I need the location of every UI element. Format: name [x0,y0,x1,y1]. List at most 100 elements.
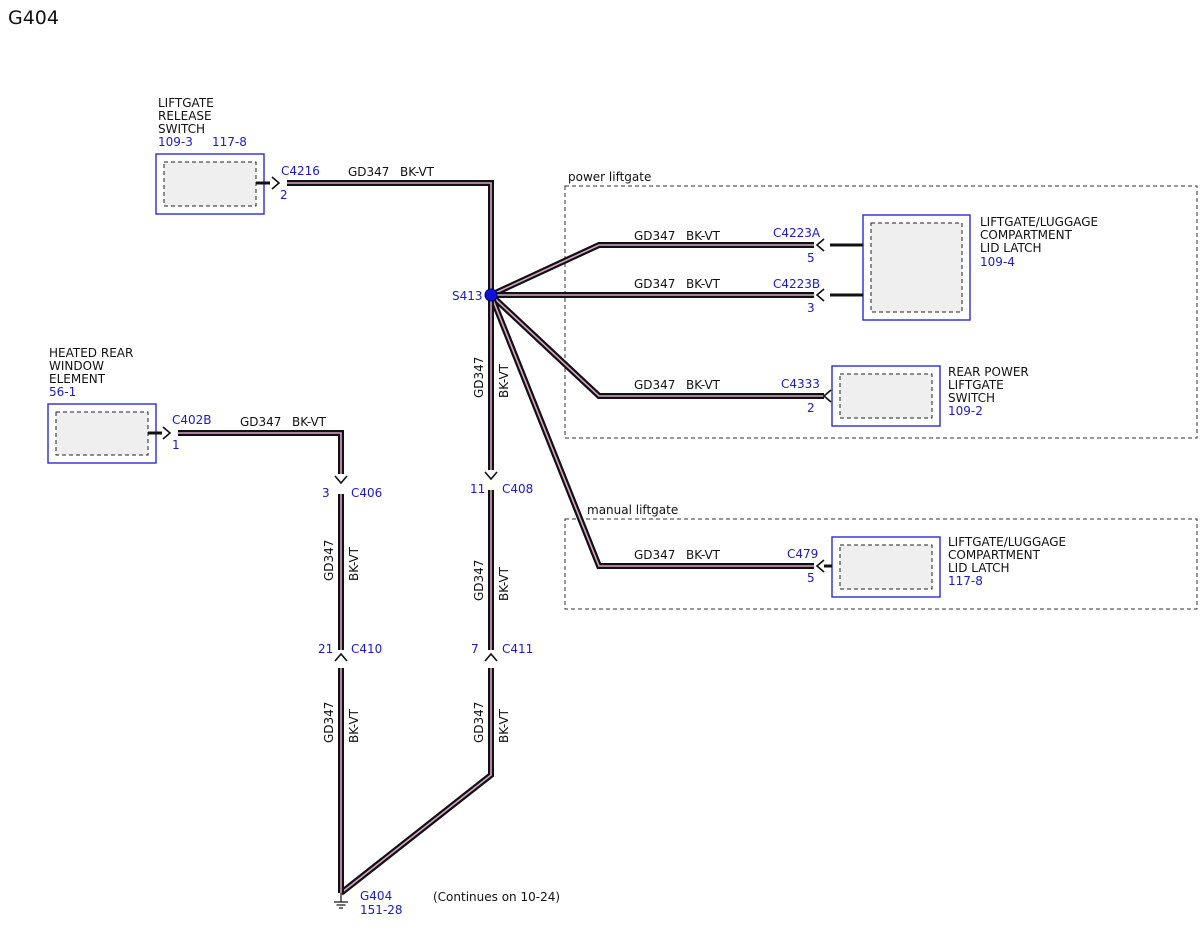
wire-color-label: BK-VT [686,548,721,562]
component-name-line: ELEMENT [49,372,106,386]
component-name-line: SWITCH [948,391,995,405]
connector-arrow-icon [334,475,348,485]
component-name-line: LIFTGATE [948,378,1004,392]
wire-circuit-label: GD347 [322,540,336,581]
lid-latch-power[interactable] [815,214,971,321]
inline-connector-c406 [334,475,348,485]
wire-circuit-label: GD347 [634,229,675,243]
component-name-line: LIFTGATE/LUGGAGE [948,535,1066,549]
pin-number: 2 [280,188,288,202]
splice-dot [484,288,498,302]
wire-circuit-label: GD347 [634,548,675,562]
component-ref[interactable]: 109-2 [948,404,983,418]
connector-arrow-icon [815,238,825,252]
manual-liftgate-label: manual liftgate [587,503,678,517]
wire-color-label: BK-VT [347,708,361,743]
wire-release-switch [287,180,494,295]
wire-color-label: BK-VT [686,277,721,291]
connector-arrow-icon [822,389,832,403]
component-ref[interactable]: 109-4 [980,255,1015,269]
connector-arrow-icon [162,426,172,440]
wire-rear-power-switch [488,292,824,399]
pin-number: 5 [807,571,815,585]
component-name-line: LID LATCH [980,241,1042,255]
pin-number: 11 [470,482,485,496]
component-name-line: LID LATCH [948,561,1010,575]
component-ref[interactable]: 56-1 [49,385,76,399]
continuation-note: (Continues on 10-24) [433,890,560,904]
wire-circuit-label: GD347 [634,277,675,291]
page-title: G404 [8,7,59,29]
liftgate-release-switch[interactable] [155,153,281,215]
inline-connector-c408 [484,471,498,481]
component-name-line: LIFTGATE [158,96,214,110]
pin-number: 3 [322,486,330,500]
inline-connector-c411 [484,652,498,662]
wire-circuit-label: GD347 [348,165,389,179]
splice-label: S413 [452,289,483,303]
connector-id: C4216 [281,164,320,178]
wire-color-label: BK-VT [347,546,361,581]
connector-id: C406 [351,486,382,500]
heated-rear-window-element[interactable] [47,403,172,464]
component-name-line: RELEASE [158,109,212,123]
wire-heated-rear [178,430,344,474]
connector-id: C4223B [773,277,820,291]
component-name-line: COMPARTMENT [980,228,1073,242]
connector-id: C4223A [773,226,821,240]
connector-arrow-icon [484,652,498,662]
wire-color-label: BK-VT [497,708,511,743]
wire-circuit-label: GD347 [634,378,675,392]
component-name-line: HEATED REAR [49,346,133,360]
ground-label: G404 [360,889,392,903]
connector-id: C4333 [781,377,820,391]
connector-id: C479 [787,547,818,561]
connector-arrow-icon [334,652,348,662]
wire-latch-power-a [489,242,814,298]
lid-latch-manual[interactable] [815,536,941,598]
ground-ref[interactable]: 151-28 [360,903,403,917]
pin-number: 21 [318,642,333,656]
power-liftgate-region [564,185,1198,439]
wire-color-label: BK-VT [686,378,721,392]
component-name-line: REAR POWER [948,365,1029,379]
component-ref[interactable]: 117-8 [212,135,247,149]
rear-power-liftgate-switch[interactable] [822,365,941,427]
connector-id: C402B [172,413,212,427]
wire-latch-manual [488,293,814,569]
wire-circuit-label: GD347 [240,415,281,429]
wire-color-label: BK-VT [292,415,327,429]
connector-arrow-icon [484,471,498,481]
connector-arrow-icon [815,559,825,573]
component-name-line: LIFTGATE/LUGGAGE [980,215,1098,229]
connector-id: C408 [502,482,533,496]
wire-color-label: BK-VT [497,363,511,398]
wire-circuit-label: GD347 [322,702,336,743]
pin-number: 1 [172,438,180,452]
wire-color-label: BK-VT [497,566,511,601]
component-ref[interactable]: 117-8 [948,574,983,588]
wire-color-label: BK-VT [400,165,435,179]
component-name-line: SWITCH [158,122,205,136]
component-name-line: WINDOW [49,359,104,373]
connector-arrow-icon [815,288,825,302]
wire-c411-to-ground [339,668,494,896]
power-liftgate-label: power liftgate [568,170,651,184]
inline-connector-c410 [334,652,348,662]
connector-arrow-icon [271,176,281,190]
pin-number: 5 [807,251,815,265]
wire-circuit-label: GD347 [472,702,486,743]
manual-liftgate-region [564,518,1198,610]
wire-circuit-label: GD347 [472,560,486,601]
pin-number: 2 [807,401,815,415]
pin-number: 7 [471,642,479,656]
wire-circuit-label: GD347 [472,357,486,398]
pin-number: 3 [807,301,815,315]
ground-icon [334,893,348,909]
component-ref[interactable]: 109-3 [158,135,193,149]
connector-id: C411 [502,642,533,656]
wire-color-label: BK-VT [686,229,721,243]
connector-id: C410 [351,642,382,656]
component-name-line: COMPARTMENT [948,548,1041,562]
